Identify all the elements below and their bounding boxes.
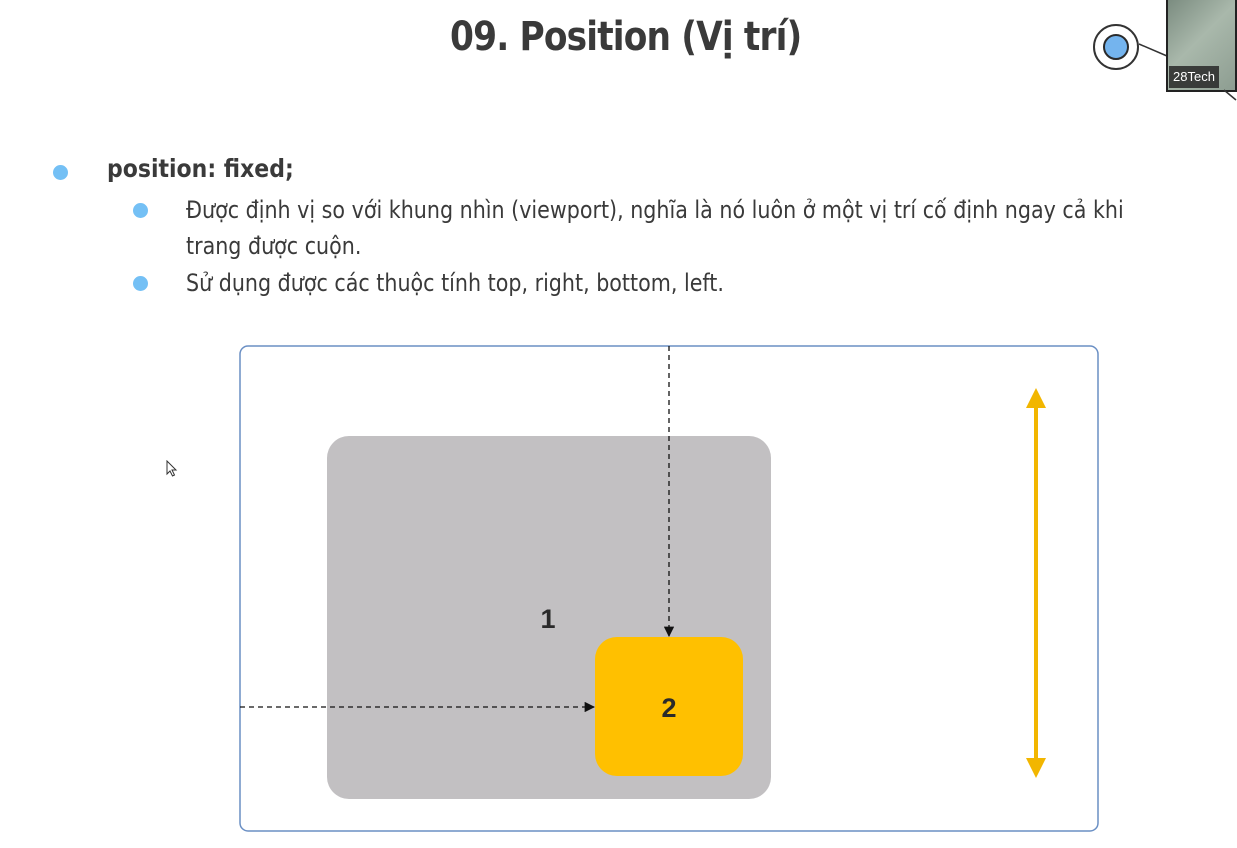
box-2-label: 2 [661, 693, 676, 723]
box-1-label: 1 [540, 604, 555, 634]
mouse-cursor-icon [166, 460, 178, 477]
webcam-toggle-button[interactable] [1093, 24, 1139, 70]
sub-bullet-text-line: Sử dụng được các thuộc tính top, right, … [186, 269, 724, 297]
webcam-dot-icon [1103, 34, 1129, 60]
sub-bullet-text-line: trang được cuộn. [186, 232, 362, 260]
webcam-label: 28Tech [1169, 66, 1219, 88]
bullet-heading: position: fixed; [107, 154, 294, 183]
box-2 [595, 637, 743, 776]
bullet-icon [53, 165, 68, 180]
slide-title: 09. Position (Vị trí) [450, 14, 802, 60]
webcam-resize-handle[interactable] [1222, 88, 1237, 102]
sub-bullet-icon [133, 203, 148, 218]
sub-bullet-icon [133, 276, 148, 291]
webcam-connector-line [1139, 43, 1168, 57]
sub-bullet-text-line: Được định vị so với khung nhìn (viewport… [186, 196, 1124, 224]
